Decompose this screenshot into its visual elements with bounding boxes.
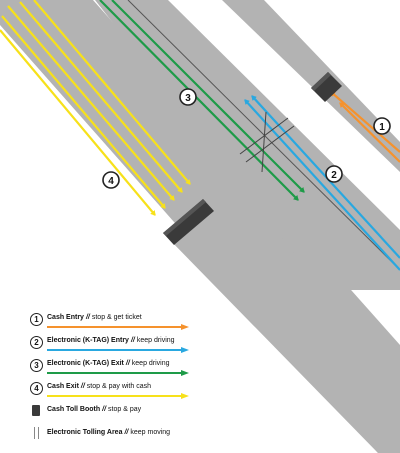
badge-1: 1	[373, 117, 391, 135]
legend-separator: //	[80, 383, 85, 390]
legend-arrow-blue	[47, 347, 189, 353]
legend-title: Cash Exit	[47, 383, 79, 390]
legend-title: Cash Toll Booth	[47, 406, 101, 413]
badge-3: 3	[179, 88, 197, 106]
cash-entry-toll-booth	[311, 72, 342, 102]
legend-separator: //	[125, 360, 130, 367]
legend-arrow-green	[47, 370, 189, 376]
badge-4: 4	[102, 171, 120, 189]
legend-title: Electronic (K-TAG) Exit	[47, 360, 124, 367]
cash-exit-road-lower	[168, 210, 400, 453]
cash-entry-lanes	[330, 91, 400, 163]
cash-toll-booth	[163, 199, 214, 245]
legend-arrow-yellow	[47, 393, 189, 399]
legend-item-electronic-tolling-area: Electronic Tolling Area//keep moving	[30, 427, 330, 447]
legend-desc: stop & pay	[108, 406, 142, 413]
legend-item-cash-toll-booth: Cash Toll Booth//stop & pay	[30, 404, 330, 424]
svg-text:4: 4	[108, 176, 114, 187]
legend-title: Electronic Tolling Area	[47, 429, 123, 436]
cash-exit-lanes	[0, 0, 191, 216]
legend-badge-1: 1	[30, 313, 43, 326]
legend-desc: stop & pay with cash	[86, 383, 151, 390]
cash-entry-road	[222, 0, 400, 172]
legend-item-cash-exit: 4 Cash Exit//stop & pay with cash	[30, 381, 330, 401]
legend-title: Electronic (K-TAG) Entry	[47, 337, 129, 344]
toll-booth-icon	[32, 405, 40, 416]
legend-item-electronic-exit: 3 Electronic (K-TAG) Exit//keep driving	[30, 358, 330, 378]
svg-text:2: 2	[331, 170, 337, 181]
legend: 1 Cash Entry//stop & get ticket 2 Electr…	[30, 312, 330, 450]
legend-badge-3: 3	[30, 359, 43, 372]
legend-desc: keep driving	[131, 360, 170, 367]
legend-desc: stop & get ticket	[91, 314, 142, 321]
legend-separator: //	[85, 314, 90, 321]
legend-title: Cash Entry	[47, 314, 84, 321]
legend-item-electronic-entry: 2 Electronic (K-TAG) Entry//keep driving	[30, 335, 330, 355]
electronic-exit-lanes	[99, 0, 305, 201]
legend-separator: //	[102, 406, 107, 413]
tolling-gantry-icon	[34, 427, 40, 439]
legend-arrow-orange	[47, 324, 189, 330]
legend-desc: keep driving	[136, 337, 175, 344]
legend-desc: keep moving	[130, 429, 171, 436]
svg-text:3: 3	[185, 93, 191, 104]
legend-item-cash-entry: 1 Cash Entry//stop & get ticket	[30, 312, 330, 332]
svg-text:1: 1	[379, 122, 385, 133]
badge-2: 2	[325, 165, 343, 183]
legend-badge-4: 4	[30, 382, 43, 395]
lane-divider	[127, 0, 396, 266]
legend-badge-2: 2	[30, 336, 43, 349]
legend-separator: //	[124, 429, 129, 436]
legend-separator: //	[130, 337, 135, 344]
electronic-tolling-gantry	[239, 111, 295, 173]
